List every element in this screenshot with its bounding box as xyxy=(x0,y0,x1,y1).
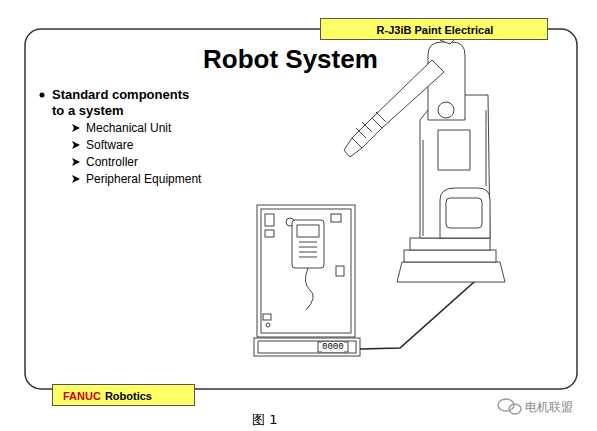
tag-text: Robotics xyxy=(105,390,152,402)
controller-cabinet xyxy=(254,205,360,356)
tag-text: R-J3iB Paint Electrical xyxy=(377,24,494,36)
watermark: 电机联盟 xyxy=(525,399,573,416)
sub-bullet-text: Mechanical Unit xyxy=(86,121,171,135)
figure-caption: 图 1 xyxy=(252,411,277,429)
watermark-icon xyxy=(498,399,521,414)
bullet-dot xyxy=(40,93,45,98)
yellow-tag-box: R-J3iB Paint Electrical xyxy=(320,18,548,40)
display-digits: 0000 xyxy=(322,342,344,352)
slide-frame xyxy=(25,29,577,389)
yellow-tag-box: FANUC Robotics xyxy=(52,384,195,406)
sub-bullet-text: Controller xyxy=(86,155,138,169)
bullet-text: Standard components to a system xyxy=(52,87,202,119)
slide-title: Robot System xyxy=(203,44,378,75)
sub-bullet-text: Peripheral Equipment xyxy=(86,172,201,186)
sub-bullet-text: Software xyxy=(86,138,133,152)
sub-bullets xyxy=(72,124,80,183)
tag-text: FANUC xyxy=(63,390,101,402)
